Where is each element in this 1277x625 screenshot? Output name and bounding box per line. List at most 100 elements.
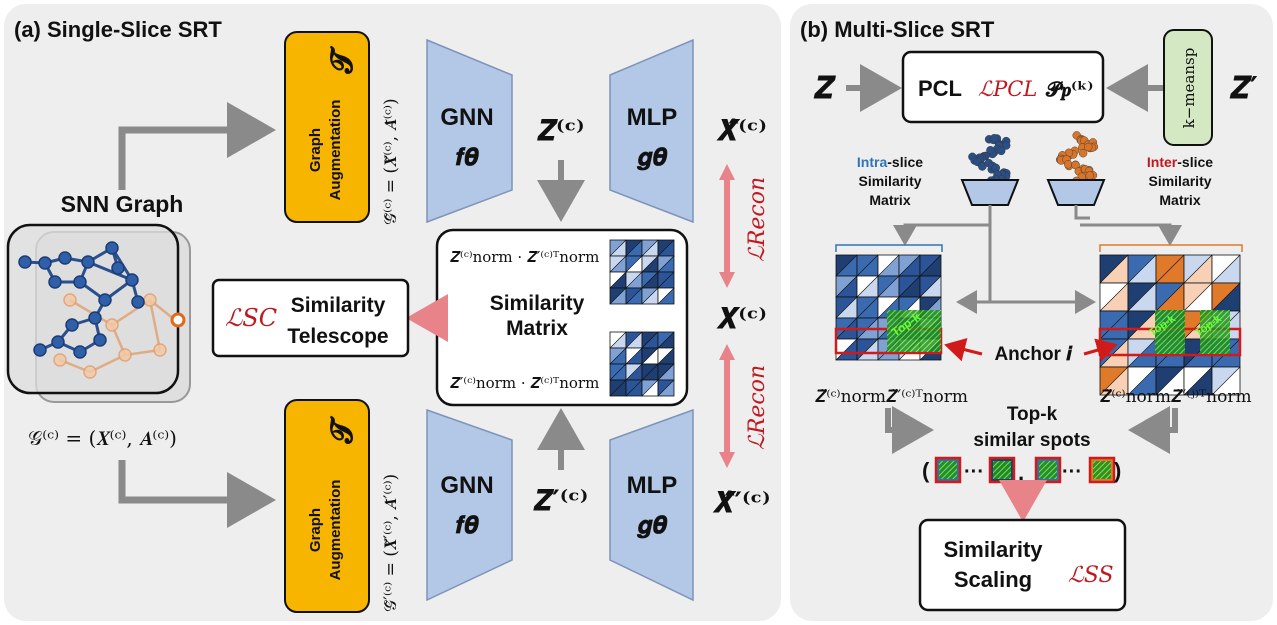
mini-top-grid — [625, 271, 643, 289]
panel-b-title: (b) Multi-Slice SRT — [800, 17, 995, 42]
gnn-top-symbol: 𝒇𝜽 — [455, 142, 479, 171]
aug-bottom-line2: Augmentation — [327, 480, 344, 581]
intra-grid — [919, 275, 942, 298]
inter-cloud-point — [1085, 171, 1095, 180]
inter-grid — [1099, 366, 1129, 396]
gnn-encoder-bottom: GNN 𝒇𝜽 — [426, 408, 513, 602]
mini-bottom-grid — [641, 347, 659, 365]
mini-top-grid — [625, 287, 643, 305]
mini-top-grid — [609, 287, 627, 305]
mini-bottom-grid — [625, 331, 643, 349]
snn-graph-illustration — [6, 223, 191, 403]
intra-highlight: Intra — [857, 154, 888, 170]
recon-arrow-bottom — [719, 344, 735, 468]
inter-highlight: Inter — [1147, 154, 1178, 170]
intra-grid — [856, 254, 879, 277]
x-center-label: 𝑿⁽ᶜ⁾ — [716, 302, 767, 335]
inter-funnel — [1046, 179, 1106, 206]
sim-matrix-line1: Similarity — [490, 292, 585, 315]
intra-grid — [877, 254, 900, 277]
telescope-line1: Similarity — [291, 294, 386, 317]
kmeans-box: k−meansp — [1163, 29, 1213, 146]
arrow-left-to-topk — [885, 406, 934, 454]
inter-cloud-point — [1078, 148, 1088, 158]
mini-bottom-grid — [625, 379, 643, 397]
panel-a-title: (a) Single-Slice SRT — [14, 17, 222, 42]
inter-grid — [1183, 366, 1213, 396]
spots-dots-right: ··· — [1062, 461, 1082, 483]
intra-rest: -slice — [887, 154, 923, 170]
mini-bottom-grid — [657, 347, 675, 365]
snn-graph-label: SNN Graph — [61, 191, 184, 217]
similar-spot-hatch — [1039, 461, 1057, 479]
sim-formula-bottom: 𝒁̃′⁽ᶜ⁾norm · 𝒁̃⁽ᶜ⁾ᵀnorm — [450, 374, 599, 392]
inter-slice-point-cloud — [1055, 131, 1099, 186]
mini-bottom-grid — [641, 331, 659, 349]
topk-line2: similar spots — [973, 430, 1090, 451]
recon-loss-top: ℒRecon — [745, 177, 770, 262]
scaling-line1: Similarity — [943, 537, 1043, 562]
sim-matrix-line2: Matrix — [506, 317, 568, 340]
inter-label-line1: Inter-slice — [1147, 154, 1213, 170]
intra-grid — [835, 338, 858, 361]
mini-top-grid — [609, 255, 627, 273]
similar-spot-hatch — [1093, 461, 1111, 479]
inter-grid — [1211, 366, 1241, 396]
mini-top-grid — [609, 271, 627, 289]
inter-grid — [1099, 282, 1129, 312]
intra-bracket — [835, 244, 943, 252]
intra-grid — [919, 254, 942, 277]
intra-cloud-point — [978, 162, 987, 171]
intra-grid — [856, 296, 879, 319]
arrow-graph-to-aug-bottom — [118, 460, 276, 528]
similar-spots-row — [934, 456, 1116, 484]
pcl-prototype: 𝓟𝒑⁽ᵏ⁾ — [1045, 77, 1093, 101]
intra-grid — [877, 296, 900, 319]
mini-bottom-grid — [609, 331, 627, 349]
mini-matrix-top — [609, 239, 675, 305]
pcl-loss: ℒPCL — [978, 77, 1037, 101]
intra-cloud-point — [997, 146, 1006, 156]
right-sim-formula: 𝒁̃⁽ᶜ⁾norm𝒁̃′⁽ʲ⁾ᵀnorm — [1100, 387, 1252, 407]
inter-grid — [1127, 310, 1157, 340]
mlp-decoder-bottom: MLP 𝒈𝜽 — [609, 408, 694, 602]
gnn-bottom-label: GNN — [440, 472, 493, 499]
inter-grid — [1099, 254, 1129, 284]
inter-grid — [1127, 338, 1157, 368]
inter-rest: -slice — [1177, 154, 1213, 170]
inter-cloud-point — [1083, 142, 1093, 152]
intra-label-line2: Similarity — [858, 173, 921, 189]
left-sim-formula: 𝒁̃⁽ᶜ⁾norm𝒁̃′⁽ᶜ⁾ᵀnorm — [815, 387, 968, 407]
graph-formula: 𝒢⁽ᶜ⁾ = (𝑿⁽ᶜ⁾, 𝑨⁽ᶜ⁾) — [28, 426, 177, 450]
mini-bottom-grid — [641, 363, 659, 381]
mini-bottom-grid — [657, 379, 675, 397]
inter-grid — [1127, 254, 1157, 284]
inter-grid — [1099, 310, 1129, 340]
similarity-telescope-box: ℒSC Similarity Telescope — [211, 278, 410, 358]
mini-bottom-grid — [609, 363, 627, 381]
anchor-arrow-left — [944, 337, 983, 362]
mini-top-grid — [657, 287, 675, 305]
aug-top-line1: Graph — [307, 128, 324, 172]
inter-grid — [1155, 254, 1185, 284]
mlp-bottom-symbol: 𝒈𝜽 — [636, 510, 667, 539]
inter-grid — [1183, 254, 1213, 284]
mlp-top-symbol: 𝒈𝜽 — [636, 142, 667, 171]
inter-label-line3: Matrix — [1159, 192, 1200, 208]
similarity-matrix-box: 𝒁̃⁽ᶜ⁾norm · 𝒁̃′⁽ᶜ⁾ᵀnorm Similarity Matri… — [435, 228, 689, 407]
telescope-line2: Telescope — [287, 325, 388, 348]
inter-topk-region-2 — [1200, 310, 1230, 354]
anchor-arrow-right — [1083, 338, 1118, 362]
aug-bottom-line1: Graph — [307, 508, 324, 552]
arrow-graph-to-aug-top — [118, 102, 276, 190]
z-left-label: 𝒁̃ — [813, 71, 837, 106]
intra-cloud-point — [990, 133, 999, 143]
mini-bottom-grid — [657, 379, 675, 397]
mini-top-grid — [657, 255, 675, 273]
panel-b-background — [790, 4, 1273, 621]
mini-top-grid — [641, 271, 659, 289]
intra-label-line1: Intra-slice — [857, 154, 923, 170]
gnn-encoder-top: GNN 𝒇𝜽 — [426, 38, 513, 224]
z-right-label: 𝒁̃′ — [1229, 71, 1258, 106]
pcl-label: PCL — [918, 76, 962, 101]
